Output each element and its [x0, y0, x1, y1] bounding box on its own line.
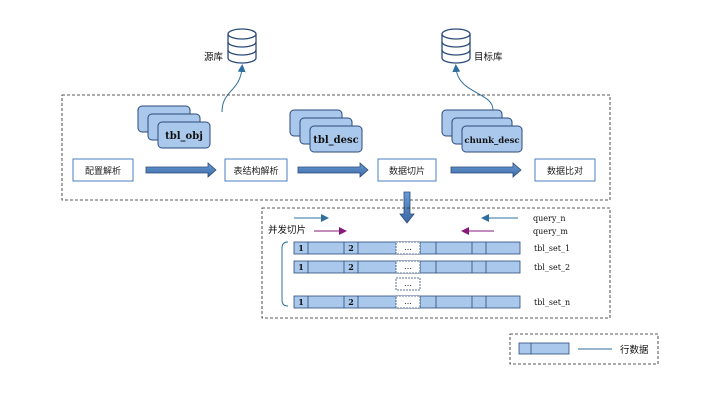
- chunk-desc-label: chunk_desc: [464, 136, 519, 146]
- stage-label: 表结构解析: [233, 165, 278, 177]
- chunk-desc-stack: chunk_desc: [441, 109, 523, 153]
- stage-label: 数据切片: [389, 165, 425, 177]
- row-set-label: tbl_set_1: [534, 244, 570, 253]
- cell-label: 1: [298, 262, 304, 272]
- flow-arrow: [145, 162, 217, 178]
- stage-data-compare: 数据比对: [534, 158, 596, 182]
- row-set-n: 1 2 ... tbl_set_n: [293, 295, 570, 309]
- curve-arrow-to-target: [452, 64, 494, 111]
- legend-box: [509, 333, 659, 365]
- stage-config-parse: 配置解析: [72, 158, 134, 182]
- concurrent-slice-label: 并发切片: [268, 224, 306, 236]
- cell-label: 2: [348, 262, 354, 272]
- legend-label: 行数据: [620, 344, 649, 356]
- stage-label: 配置解析: [85, 165, 121, 177]
- flow-arrow: [450, 162, 522, 178]
- target-database: 目标库: [441, 28, 503, 64]
- cell-label: 1: [298, 297, 304, 307]
- row-set-1: 1 2 ... tbl_set_1: [293, 241, 570, 255]
- source-database: 源库: [204, 28, 257, 64]
- down-arrow: [399, 191, 415, 224]
- target-db-label: 目标库: [474, 51, 503, 63]
- tbl-obj-stack: tbl_obj: [137, 105, 211, 149]
- tbl-obj-label: tbl_obj: [165, 131, 203, 142]
- stage-data-slice: 数据切片: [377, 158, 437, 182]
- curve-arrow-to-source: [221, 64, 246, 113]
- cell-label: ...: [404, 243, 412, 252]
- stage-schema-parse: 表结构解析: [224, 158, 288, 182]
- cell-label: 2: [348, 297, 354, 307]
- legend-swatch: [518, 342, 570, 355]
- legend: 行数据: [509, 333, 659, 365]
- database-icon: [441, 28, 471, 64]
- tbl-desc-stack: tbl_desc: [289, 109, 363, 153]
- row-set-label: tbl_set_n: [534, 298, 570, 307]
- sets-bracket: [281, 241, 289, 307]
- query-n-label: query_n: [533, 214, 566, 223]
- query-m-label: query_m: [533, 227, 568, 236]
- cell-label: ...: [404, 262, 412, 271]
- cell-label: 2: [348, 243, 354, 253]
- flow-arrow: [297, 162, 369, 178]
- database-icon: [227, 28, 257, 64]
- source-db-label: 源库: [204, 51, 224, 63]
- stage-label: 数据比对: [547, 165, 583, 177]
- row-set-gap: ...: [395, 277, 421, 291]
- row-set-2: 1 2 ... tbl_set_2: [293, 260, 570, 274]
- pipeline-container: [61, 94, 611, 201]
- gap-label: ...: [404, 279, 412, 288]
- slice-detail-container: [261, 207, 611, 319]
- cell-label: ...: [404, 297, 412, 306]
- row-set-label: tbl_set_2: [534, 263, 570, 272]
- tbl-desc-label: tbl_desc: [313, 135, 358, 146]
- cell-label: 1: [298, 243, 304, 253]
